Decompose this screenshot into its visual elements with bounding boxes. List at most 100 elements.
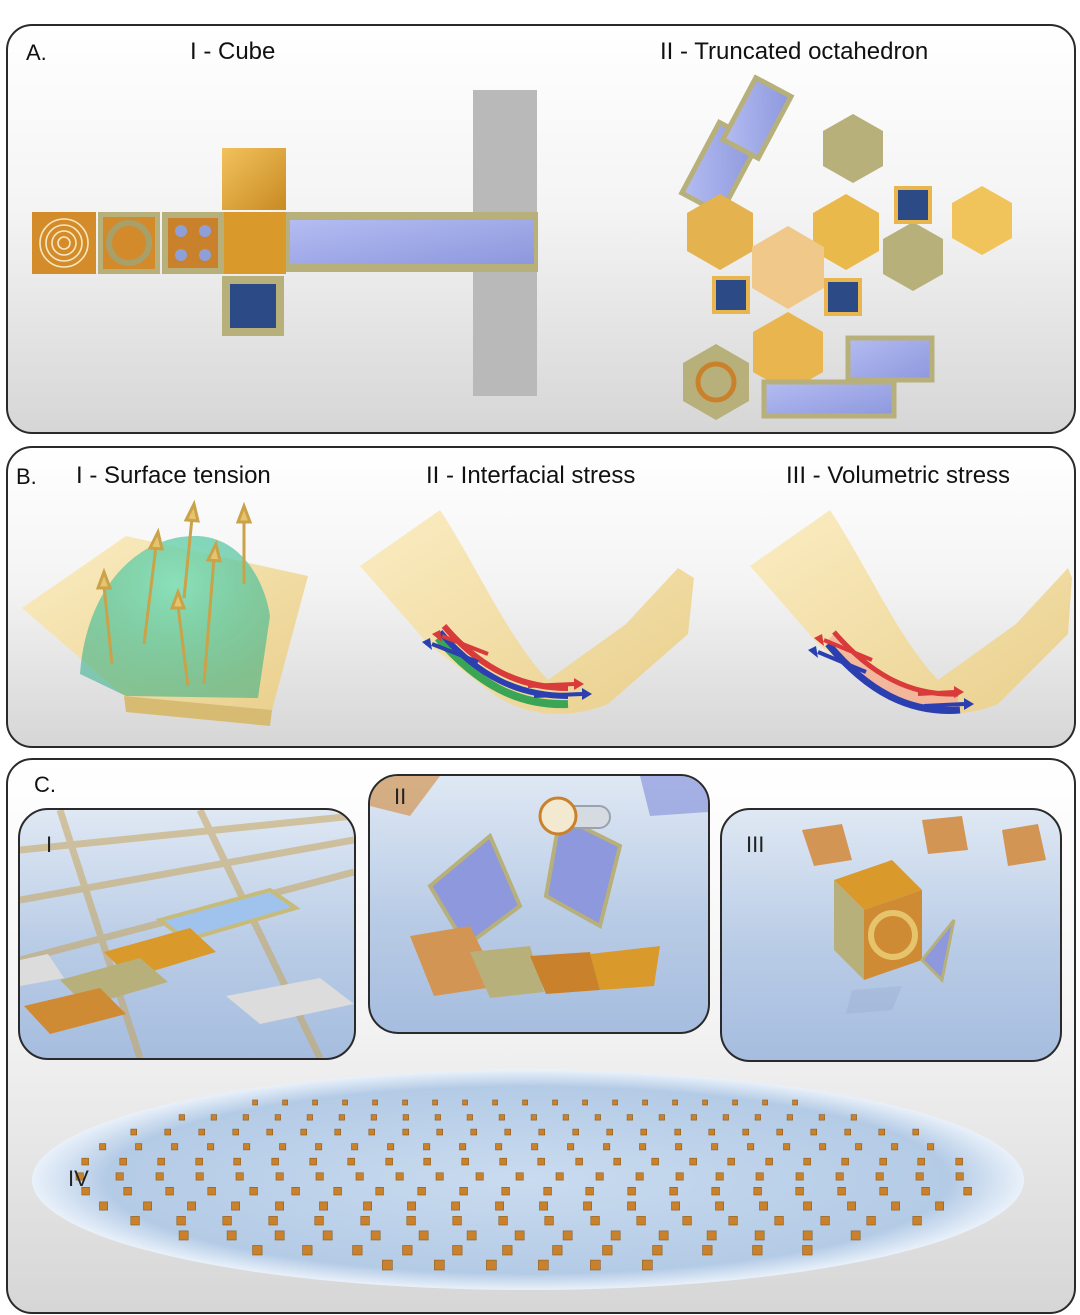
micro-cube: [232, 1202, 240, 1210]
micro-cube: [928, 1144, 934, 1150]
micro-cube: [964, 1187, 972, 1195]
micro-cube: [576, 1158, 583, 1165]
micro-cube: [590, 1260, 600, 1270]
micro-cube: [733, 1100, 738, 1105]
micro-cube: [424, 1158, 431, 1165]
micro-cube: [556, 1173, 563, 1180]
micro-cube: [676, 1144, 682, 1150]
chip-face: [230, 284, 276, 328]
micro-cube: [922, 1187, 930, 1195]
micro-cube: [532, 1144, 538, 1150]
micro-cube: [373, 1100, 378, 1105]
micro-cube: [156, 1173, 163, 1180]
micro-cube: [545, 1216, 554, 1225]
micro-cube: [196, 1158, 203, 1165]
micro-cube: [642, 1260, 652, 1270]
micro-cube: [748, 1144, 754, 1150]
micro-cube: [234, 1158, 241, 1165]
micro-cube: [596, 1173, 603, 1180]
micro-cube: [467, 1115, 473, 1121]
micro-cube: [199, 1129, 205, 1135]
micro-cube: [892, 1202, 900, 1210]
micro-cube: [276, 1173, 283, 1180]
micro-cube: [120, 1158, 127, 1165]
micro-cube: [503, 1246, 512, 1256]
micro-cube: [177, 1216, 186, 1225]
micro-cube: [637, 1216, 646, 1225]
micro-cube: [124, 1187, 132, 1195]
micro-cube: [476, 1173, 483, 1180]
micro-cube: [179, 1115, 185, 1121]
micro-cube: [540, 1202, 548, 1210]
micro-cube: [408, 1202, 416, 1210]
micro-cube: [267, 1129, 273, 1135]
micro-cube: [343, 1100, 348, 1105]
interfacial-stress-illustration: [360, 510, 694, 714]
micro-cube: [604, 1144, 610, 1150]
micro-cube: [403, 1246, 413, 1256]
top-face: [222, 148, 286, 210]
micro-cube: [838, 1187, 846, 1195]
hexagon-face: [683, 344, 749, 420]
micro-cube: [486, 1260, 496, 1270]
micro-cube: [361, 1216, 370, 1225]
micro-cube: [716, 1202, 724, 1210]
micro-cube: [553, 1100, 558, 1105]
micro-cube: [499, 1216, 508, 1225]
micro-cube: [676, 1173, 683, 1180]
micro-cube: [712, 1187, 720, 1195]
micro-cube: [659, 1231, 668, 1240]
micro-cube: [784, 1144, 790, 1150]
panel-b: B. I - Surface tension II - Interfacial …: [6, 446, 1076, 748]
micro-cube: [166, 1187, 174, 1195]
micro-cube: [179, 1231, 188, 1240]
micro-cube: [158, 1158, 165, 1165]
micro-cube: [236, 1173, 243, 1180]
micro-cube: [690, 1158, 697, 1165]
micro-cube: [956, 1158, 963, 1165]
micro-cube: [760, 1202, 768, 1210]
micro-cube: [348, 1158, 355, 1165]
micro-cube: [539, 1129, 545, 1135]
micro-cube: [775, 1216, 784, 1225]
blue-panel: [290, 220, 534, 264]
micro-cube: [856, 1144, 862, 1150]
micro-cube: [643, 1100, 648, 1105]
micro-cube: [675, 1129, 681, 1135]
micro-cube: [371, 1231, 380, 1240]
chip-face: [714, 278, 748, 312]
micro-cube: [683, 1216, 692, 1225]
panel-c: C. I: [6, 758, 1076, 1314]
micro-cube: [876, 1173, 883, 1180]
micro-cube: [851, 1231, 860, 1240]
micro-cube: [502, 1187, 510, 1195]
micro-cube: [227, 1231, 236, 1240]
micro-cube: [913, 1216, 922, 1225]
micro-cube: [531, 1115, 537, 1121]
micro-cube: [313, 1100, 318, 1105]
micro-cube: [376, 1187, 384, 1195]
blue-panel: [848, 338, 932, 380]
micro-cube: [463, 1100, 468, 1105]
surface-tension-illustration: [22, 504, 308, 726]
micro-cube: [591, 1216, 600, 1225]
micro-cube: [709, 1129, 715, 1135]
micro-cube: [880, 1187, 888, 1195]
micro-cube: [253, 1100, 258, 1105]
chip-face: [896, 188, 930, 222]
micro-cube: [653, 1246, 663, 1256]
micro-cube: [165, 1129, 171, 1135]
micro-cube: [316, 1173, 323, 1180]
micro-cube: [691, 1115, 697, 1121]
micro-cube: [100, 1202, 108, 1210]
micro-cube: [821, 1216, 830, 1225]
coil-face: [32, 212, 96, 274]
micro-cube: [763, 1100, 768, 1105]
micro-cube: [636, 1173, 643, 1180]
blue-panel: [764, 382, 894, 416]
micro-cube: [628, 1187, 636, 1195]
micro-cube: [803, 1231, 812, 1240]
micro-cube: [787, 1115, 793, 1121]
micro-cube: [407, 1216, 416, 1225]
inset-iv-label: IV: [68, 1166, 89, 1192]
